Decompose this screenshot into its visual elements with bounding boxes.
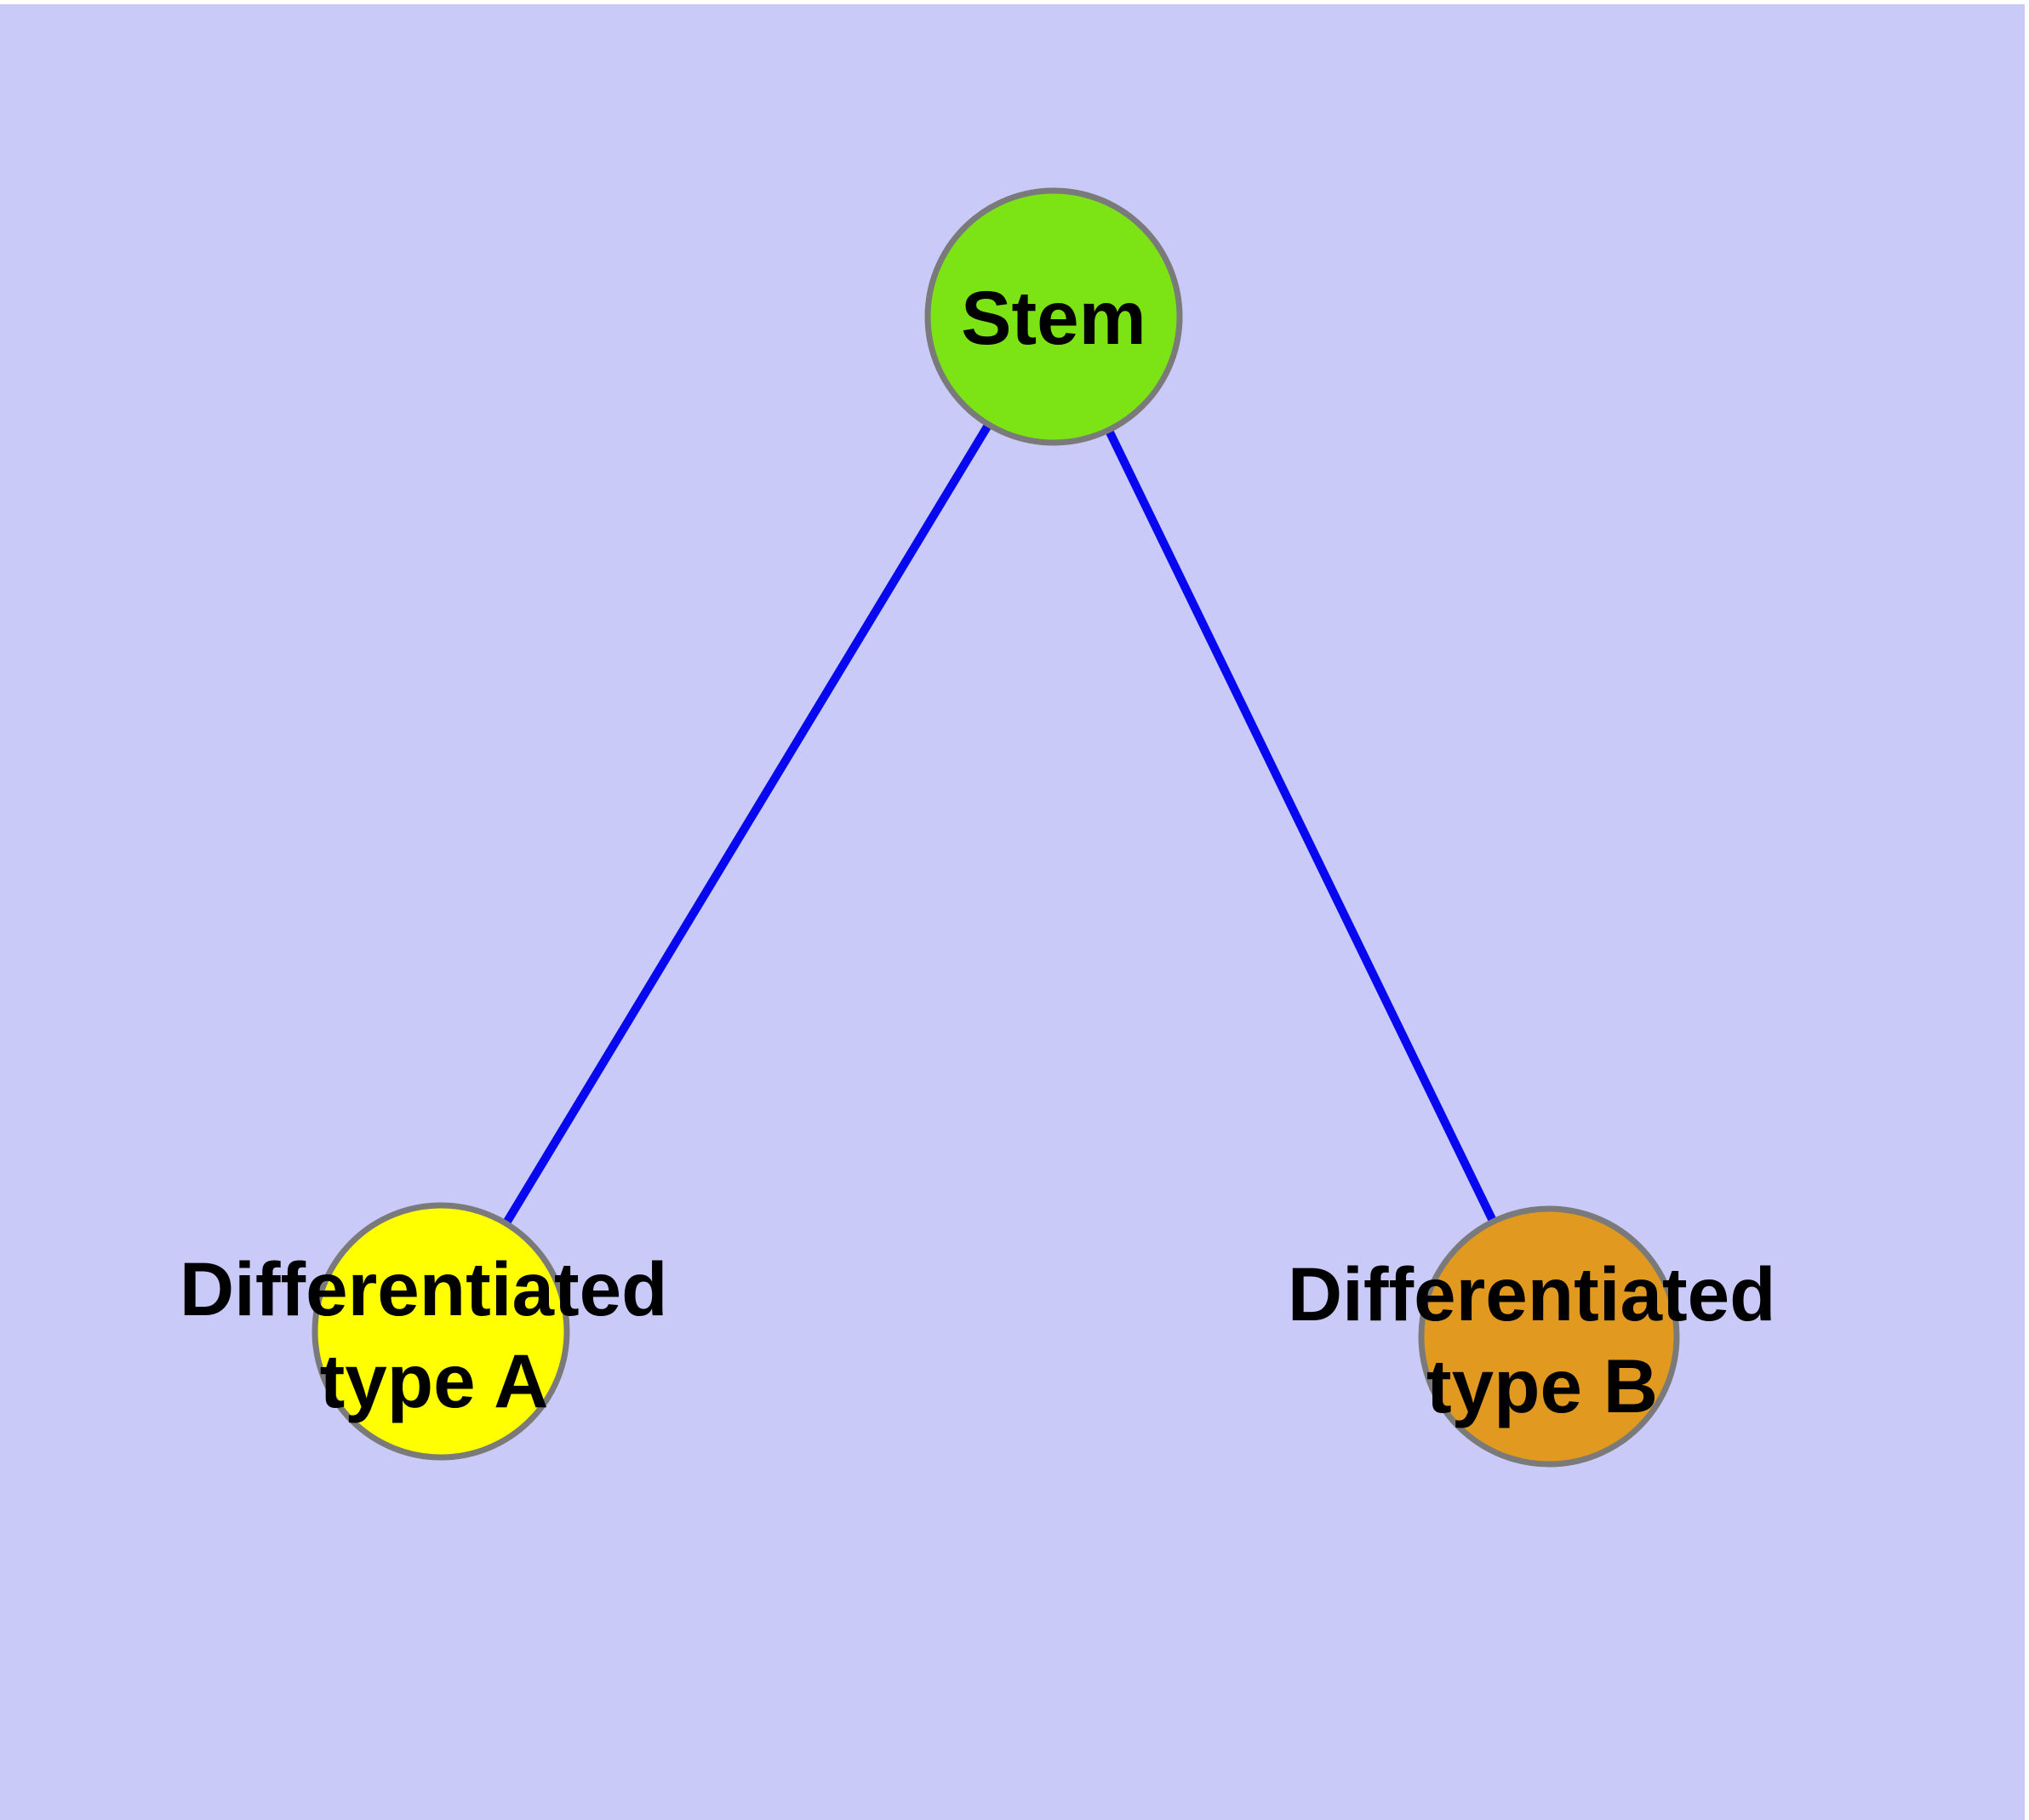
- node-differentiated-type-b: [1418, 1205, 1680, 1468]
- node-type-a-label-line2: type A: [320, 1338, 549, 1423]
- node-type-a-label: Differentiated type A: [180, 1246, 689, 1423]
- node-type-a-label-line1: Differentiated: [180, 1246, 668, 1331]
- node-type-b-label-line1: Differentiated: [1288, 1251, 1776, 1336]
- node-stem-label: Stem: [961, 275, 1146, 360]
- node-type-b-label-line2: type B: [1426, 1343, 1658, 1428]
- node-stem: [924, 187, 1183, 446]
- edge-stem-to-type-a: [437, 314, 1058, 1334]
- edge-stem-to-type-b: [1049, 314, 1553, 1339]
- node-differentiated-type-a: [311, 1202, 570, 1461]
- node-type-b-label: Differentiated type B: [1288, 1251, 1797, 1428]
